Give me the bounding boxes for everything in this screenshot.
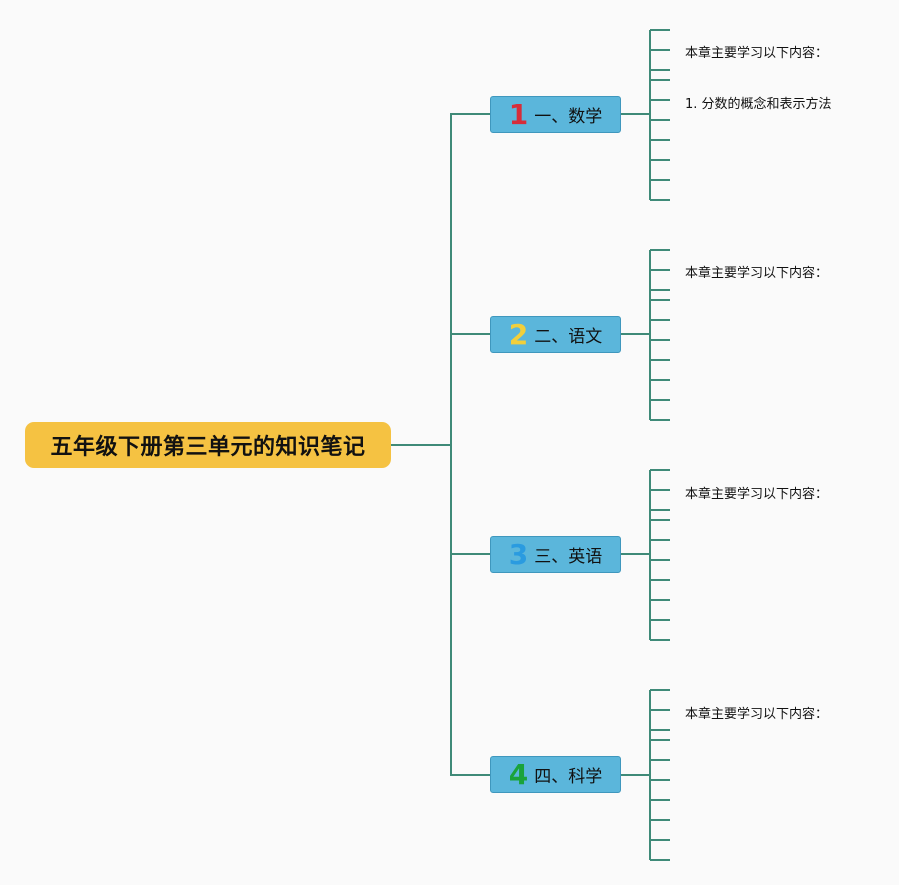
branch-science[interactable]: 4 四、科学 [490, 756, 621, 793]
number-2-icon: 2 [508, 317, 529, 351]
root-topic[interactable]: 五年级下册第三单元的知识笔记 [25, 422, 391, 468]
number-1-icon: 1 [508, 97, 529, 131]
branch-label: 四、科学 [534, 767, 603, 787]
branch-label: 二、语文 [534, 327, 603, 347]
number-3-icon: 3 [508, 537, 529, 571]
branch-label: 一、数学 [534, 107, 603, 127]
note-math-item-1[interactable]: 1. 分数的概念和表示方法 [685, 97, 832, 112]
note-english-intro[interactable]: 本章主要学习以下内容： [685, 487, 829, 502]
number-4-icon: 4 [508, 757, 529, 791]
note-science-intro[interactable]: 本章主要学习以下内容： [685, 707, 829, 722]
branch-chinese[interactable]: 2 二、语文 [490, 316, 621, 353]
root-title: 五年级下册第三单元的知识笔记 [50, 435, 366, 460]
branch-english[interactable]: 3 三、英语 [490, 536, 621, 573]
branch-math[interactable]: 1 一、数学 [490, 96, 621, 133]
note-math-intro[interactable]: 本章主要学习以下内容： [685, 46, 829, 61]
note-chinese-intro[interactable]: 本章主要学习以下内容： [685, 266, 829, 281]
branch-label: 三、英语 [534, 547, 603, 567]
